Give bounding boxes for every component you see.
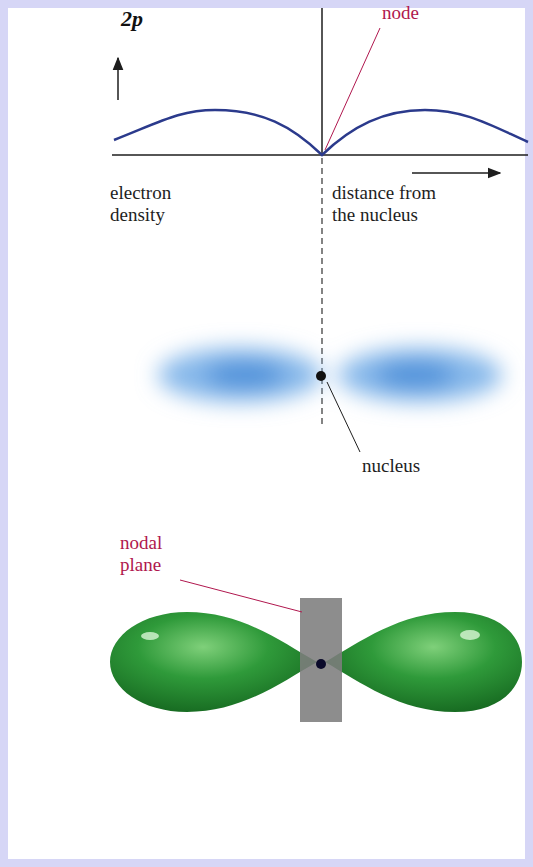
nucleus-label: nucleus (362, 455, 420, 477)
nucleus-dot (316, 659, 326, 669)
electron-cloud (158, 348, 502, 402)
highlight (141, 632, 159, 640)
node-leader (325, 28, 380, 150)
orbital-lobe (110, 612, 317, 712)
nodal-plane-label: nodal plane (120, 532, 198, 576)
vertical-axis (321, 8, 323, 155)
density-curve (114, 110, 528, 155)
nodal-plane-leader (180, 580, 302, 612)
orbital-lobe (325, 612, 522, 712)
distance-arrow (412, 172, 500, 174)
white-panel (8, 8, 525, 859)
orbital-name: 2p (121, 8, 143, 30)
nucleus-dot (316, 371, 326, 381)
density-arrow (117, 58, 119, 100)
node-label: node (382, 2, 419, 24)
nodal-plane (300, 598, 342, 722)
axis-label: electron density (110, 182, 210, 226)
highlight (460, 630, 480, 640)
dashed-guide (321, 158, 322, 425)
nucleus-leader (327, 382, 360, 452)
axis-label: distance from the nucleus (332, 182, 452, 226)
